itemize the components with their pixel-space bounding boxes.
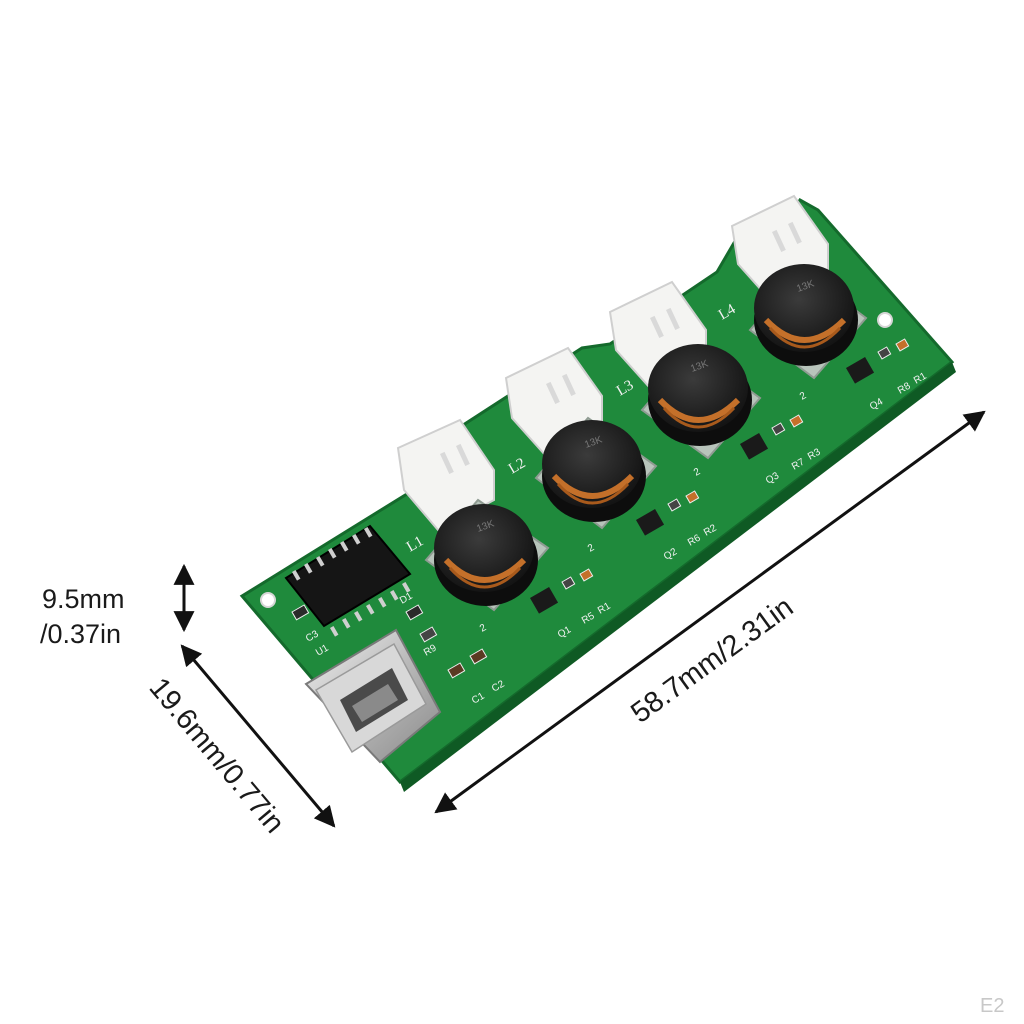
usb-c-port — [304, 628, 442, 764]
inductor-L4: 13K — [754, 264, 858, 366]
label-L1: L1 — [404, 533, 426, 555]
ic-chip-u1 — [284, 524, 412, 637]
diode-d1 — [405, 604, 424, 621]
capacitor-c3 — [291, 604, 310, 621]
length-arrow — [434, 410, 986, 814]
mounting-hole — [877, 312, 893, 328]
watermark: E2 — [980, 995, 1004, 1017]
width-arrow — [180, 644, 336, 828]
mounting-hole — [260, 592, 276, 608]
label-L4: L4 — [716, 301, 739, 323]
channel-4-components: Q4 R8 R1 — [846, 338, 929, 413]
label-L3: L3 — [614, 377, 636, 399]
width-label: 19.6mm/0.77in — [143, 672, 291, 840]
height-label-line2: /0.37in — [40, 619, 121, 649]
height-label-line1: 9.5mm — [42, 584, 125, 614]
pin-mark-4: 2 — [798, 390, 809, 403]
